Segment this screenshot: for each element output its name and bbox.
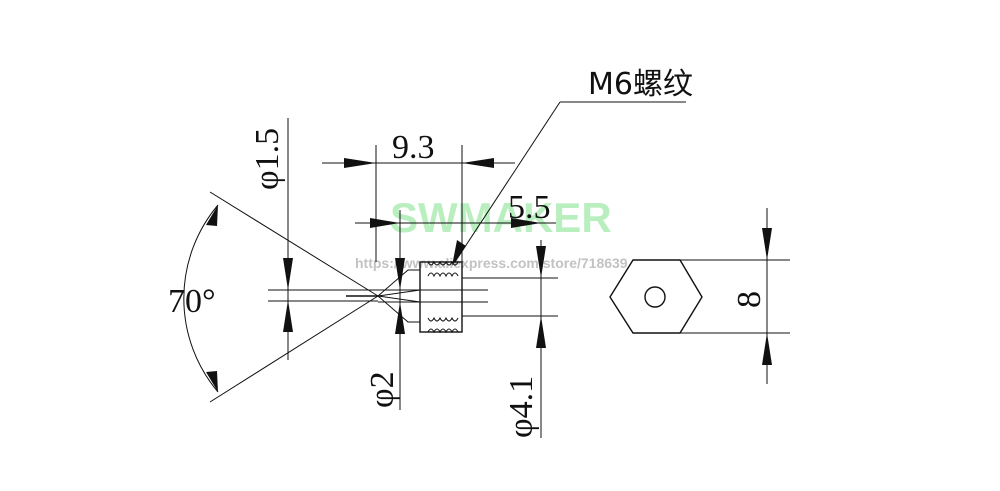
- body-diameter-dim: [536, 240, 546, 438]
- cone-angle-lines: [183, 191, 379, 403]
- hex-end-view: [609, 259, 790, 334]
- tip-diameter-dim: [268, 118, 378, 360]
- total-length-label: 9.3: [392, 129, 435, 166]
- thread-callout: [452, 101, 686, 266]
- hex-size-dim: [762, 208, 772, 384]
- thread-callout-label: M6螺纹: [588, 67, 693, 102]
- total-length-dim: [322, 145, 515, 262]
- cone-angle-label: 70°: [168, 283, 216, 320]
- tip-diameter-label: φ1.5: [249, 128, 286, 190]
- nozzle-body: [346, 260, 558, 334]
- bore-diameter-label: φ2: [364, 371, 401, 408]
- bore-diameter-dim: [395, 245, 405, 410]
- hex-size-label: 8: [731, 291, 768, 308]
- watermark-url: https://www.aliexpress.com/store/718639: [355, 255, 628, 271]
- body-diameter-label: φ4.1: [503, 376, 540, 438]
- thread-length-label: 5.5: [508, 189, 551, 226]
- watermark-brand: SWMAKER: [390, 194, 612, 241]
